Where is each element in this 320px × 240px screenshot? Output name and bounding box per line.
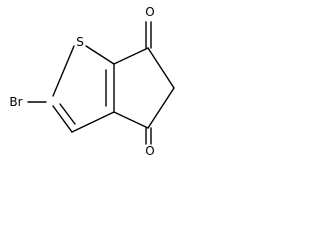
chemical-structure: S Br O O <box>9 5 175 158</box>
atom-label-oxygen-top: O <box>145 5 154 19</box>
bond-c3-c3a <box>71 111 115 133</box>
bond-c4-c3a <box>113 111 149 129</box>
bond-s-c6a <box>85 45 115 65</box>
bond-c2-c3-inner <box>59 103 76 125</box>
atom-label-sulfur: S <box>76 35 84 49</box>
atom-label-bromine: Br <box>9 95 22 109</box>
bond-c2-s <box>52 45 75 97</box>
atom-label-oxygen-bottom: O <box>145 144 154 158</box>
bond-c2-c3 <box>52 105 73 133</box>
bond-c5-c4 <box>147 87 175 129</box>
bond-c6a-c6 <box>113 47 149 65</box>
bond-group <box>27 21 175 145</box>
bond-c6-c5 <box>147 47 175 89</box>
